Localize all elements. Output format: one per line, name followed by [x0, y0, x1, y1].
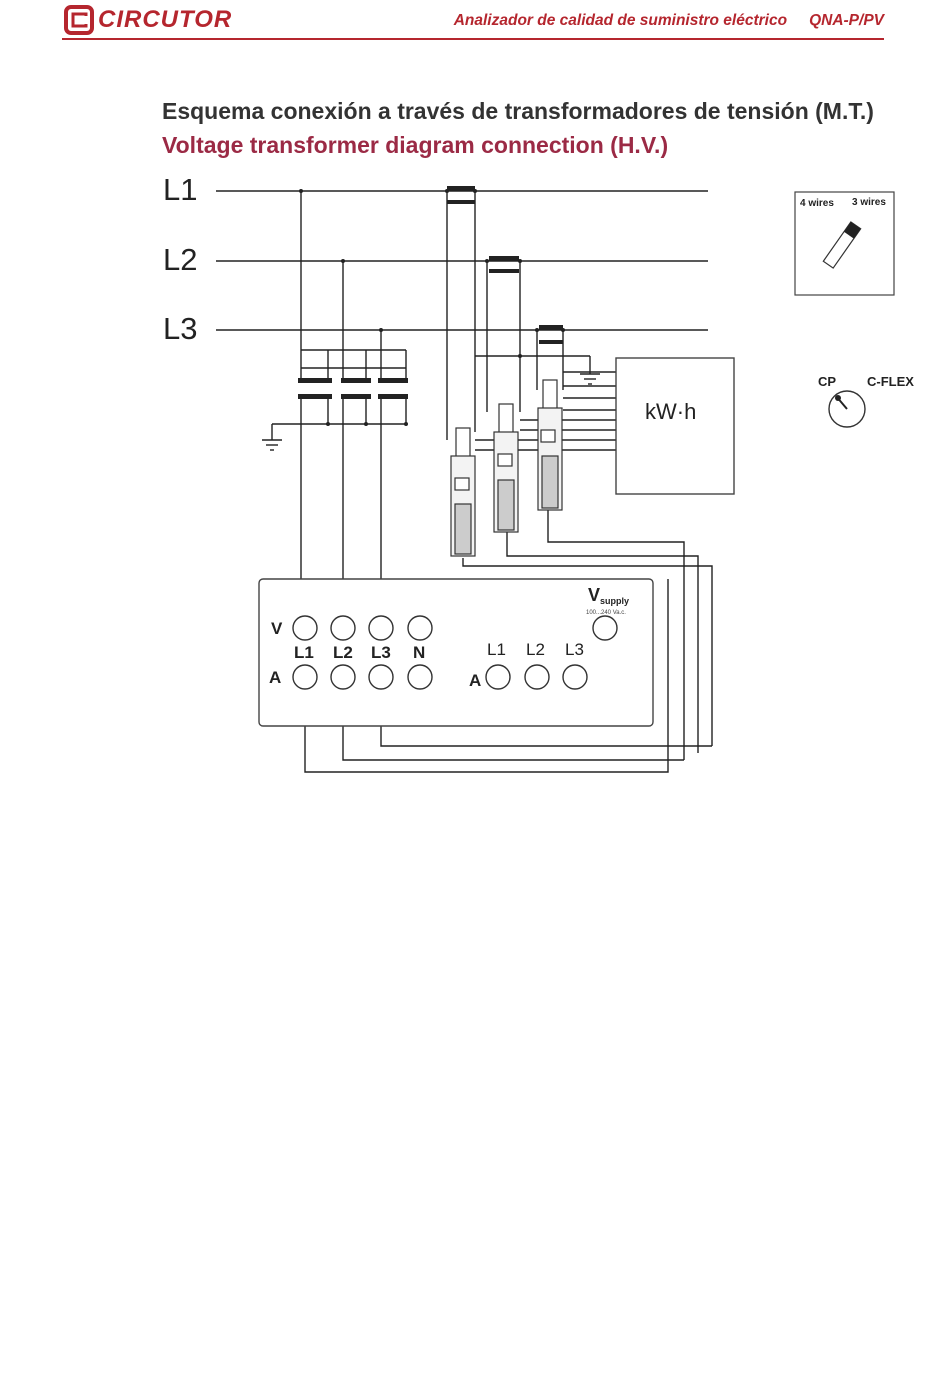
supply-label: V	[588, 585, 600, 605]
vt-primary-l2	[341, 378, 371, 383]
label-l1: L1	[163, 172, 197, 207]
terminal-v-n	[408, 616, 432, 640]
voltage-terminal-label-l3: L3	[371, 643, 391, 662]
current-terminal-label-l1: L1	[487, 640, 506, 659]
ground-icon	[262, 440, 282, 450]
current-terminal-label-l3: L3	[565, 640, 584, 659]
vt-secondary-l3	[378, 394, 408, 399]
kwh-meter	[616, 358, 734, 494]
wires-left-label: 4 wires	[800, 198, 834, 209]
terminal-supply	[593, 616, 617, 640]
meter-label: kW·h	[645, 399, 696, 424]
label-l3: L3	[163, 311, 197, 346]
current-terminal-label-l2: L2	[526, 640, 545, 659]
supply-range-label: 100...240 Va.c.	[586, 610, 626, 616]
wires-right-label: 3 wires	[852, 197, 886, 208]
clamp-cp-label: CP	[818, 374, 836, 389]
terminal-v-l2	[331, 616, 355, 640]
clamp-selector-dial-icon	[829, 391, 865, 427]
voltage-terminal-label-l2: L2	[333, 643, 353, 662]
clamp-cflex-label: C-FLEX	[867, 374, 914, 389]
label-v: V	[271, 619, 283, 638]
label-l2: L2	[163, 242, 197, 277]
terminal-a-n	[408, 665, 432, 689]
voltage-transformers	[298, 378, 408, 399]
vt-primary-l1	[298, 378, 332, 383]
label-a2: A	[469, 671, 481, 690]
voltage-terminal-label-l1: L1	[294, 643, 314, 662]
terminal-v-l3	[369, 616, 393, 640]
ground-icon	[580, 374, 600, 384]
current-clamp-3	[538, 380, 562, 510]
vt-primary-l3	[378, 378, 408, 383]
label-a: A	[269, 668, 281, 687]
current-clamp-1	[451, 428, 475, 556]
terminal-a-l3	[369, 665, 393, 689]
terminal-a-l2	[331, 665, 355, 689]
current-clamp-2	[494, 404, 518, 532]
terminal-a-l1	[293, 665, 317, 689]
voltage-terminal-label-n: N	[413, 643, 425, 662]
terminal-a2-l2	[525, 665, 549, 689]
terminal-v-l1	[293, 616, 317, 640]
current-transformers	[447, 186, 563, 344]
vt-secondary-l1	[298, 394, 332, 399]
vt-secondary-l2	[341, 394, 371, 399]
terminal-a2-l3	[563, 665, 587, 689]
terminal-a2-l1	[486, 665, 510, 689]
supply-sub-label: supply	[600, 596, 629, 606]
